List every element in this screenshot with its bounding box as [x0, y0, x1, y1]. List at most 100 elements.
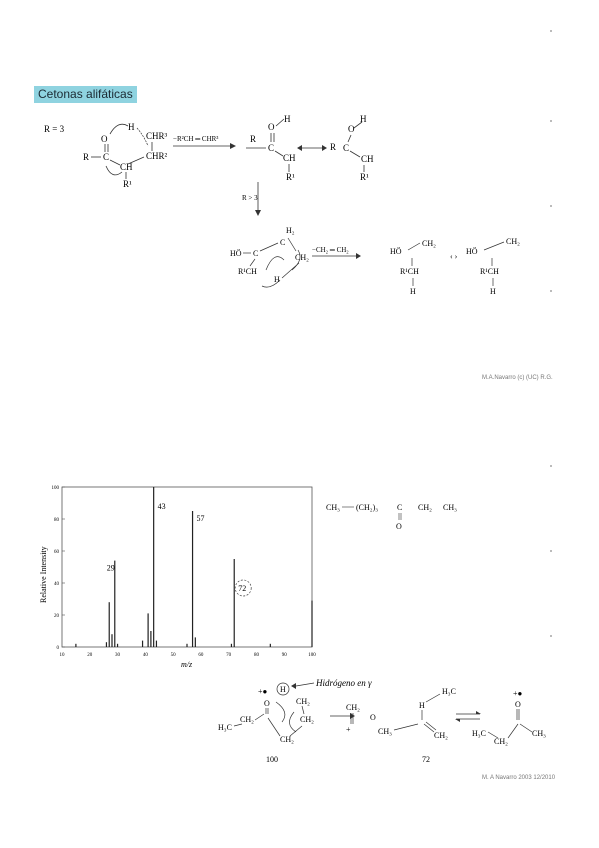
- credit-top: M.A.Navarro (c) (UC) R.G.: [482, 375, 553, 381]
- y-tick-label: 100: [52, 486, 60, 491]
- atom-ch2: CH₂: [280, 735, 294, 744]
- x-axis-label: m/z: [181, 660, 193, 669]
- elimination-label-2: −CH₂ ═ CH₂: [312, 246, 349, 254]
- atom-r1: R¹: [123, 179, 132, 189]
- atom-carbon: C: [280, 238, 285, 247]
- edge-mark: [550, 290, 552, 292]
- edge-mark: [550, 205, 552, 207]
- x-tick-label: 20: [87, 653, 93, 658]
- atom-ch2: CH₂: [295, 253, 309, 262]
- molecular-ion-mass: 100: [266, 755, 278, 764]
- atom-ch: CH: [283, 153, 296, 163]
- edge-mark: [550, 635, 552, 637]
- atom-oxygen: O: [101, 134, 108, 144]
- atom-carbon: C: [343, 143, 349, 153]
- radical-cation-symbol: +●: [513, 689, 523, 698]
- chart-frame: [61, 486, 313, 648]
- formula-ch3-end: CH₃: [443, 503, 457, 512]
- atom-ch2: CH₂: [422, 239, 436, 248]
- atom-h3c: CH₃: [378, 727, 392, 736]
- y-tick-label: 60: [54, 550, 60, 555]
- credit-bottom: M. A Navarro 2003 12/2010: [482, 775, 556, 781]
- atom-hydrogen: H: [490, 287, 496, 296]
- structure-formula: CH₃ (CH₂)₃ C CH₂ CH₃ O: [326, 503, 457, 531]
- atom-ch2: CH₂: [296, 697, 310, 706]
- atom-oxygen: O: [264, 699, 270, 708]
- reaction-scheme-r3: R = 3 O H CHR³ CHR² R C CH R¹ −R²CH ═ CH…: [44, 114, 520, 296]
- atom-carbon: C: [268, 143, 274, 153]
- atom-r: R: [250, 134, 256, 144]
- atom-oxygen: H: [419, 701, 425, 710]
- y-tick-label: 40: [54, 582, 60, 587]
- atom-h2: H₂: [286, 226, 295, 235]
- peak-label-72: 72: [238, 584, 246, 593]
- atom-r1ch: R¹CH: [238, 267, 257, 276]
- atom-hydroxyl: HÖ: [466, 247, 478, 256]
- atom-chr3: CHR³: [146, 131, 168, 141]
- atom-hydroxyl: HÖ: [390, 247, 402, 256]
- ethene-ch2-bottom: +: [346, 725, 351, 734]
- atom-carbon: C: [103, 152, 109, 162]
- x-tick-label: 30: [115, 653, 121, 658]
- gamma-hydrogen-label: Hidrógeno en γ: [315, 678, 372, 688]
- peak-label-43: 43: [158, 502, 166, 511]
- formula-oxygen: O: [396, 522, 402, 531]
- atom-r1: R¹: [360, 172, 369, 182]
- atom-ch3: CH₃: [532, 729, 546, 738]
- atom-h3c: H₃C: [472, 729, 486, 738]
- enol-radical-cation-a: O H C CH R¹ R: [246, 114, 296, 182]
- atom-ch2: CH₂: [434, 731, 448, 740]
- y-tick-label: 20: [54, 614, 60, 619]
- x-tick-label: 60: [198, 653, 204, 658]
- radical-cation-symbol: +●: [258, 687, 268, 696]
- reactant-ketone: O H CHR³ CHR² R C CH R¹: [83, 122, 168, 189]
- elimination-label-1: −R²CH ═ CHR³: [173, 135, 218, 143]
- atom-ch2: CH₂: [494, 737, 508, 746]
- atom-carbon: C: [253, 249, 258, 258]
- fragment-mass: 72: [422, 755, 430, 764]
- formula-ch2-chain: (CH₂)₃: [356, 503, 378, 512]
- enol-radical-cation-b: O H C CH R¹ R: [330, 114, 374, 182]
- ethene-ch2-top: CH₂: [346, 703, 360, 712]
- formula-ch2: CH₂: [418, 503, 432, 512]
- gamma-hydrogen-circle: [276, 682, 290, 696]
- atom-r1ch: R¹CH: [400, 267, 419, 276]
- atom-chr2: CHR²: [146, 151, 168, 161]
- x-tick-label: 70: [226, 653, 232, 658]
- peak-label-57: 57: [197, 514, 205, 523]
- edge-mark: [550, 30, 552, 32]
- reaction-scheme-r-greater-3: H₂ HÖ C C R¹CH H CH₂ −CH₂ ═ CH₂ HÖ CH₂ R…: [230, 226, 520, 296]
- formula-carbonyl-carbon: C: [397, 503, 402, 512]
- x-tick-label: 90: [282, 653, 288, 658]
- atom-oxygen: O: [515, 700, 521, 709]
- atom-r: R: [330, 142, 336, 152]
- y-axis-label: Relative Intensity: [39, 546, 48, 603]
- x-tick-label: 10: [60, 653, 66, 658]
- peak-72-circle: [234, 579, 252, 597]
- atom-r: R: [83, 152, 89, 162]
- atom-hydroxyl: HÖ: [230, 249, 242, 258]
- atom-ch2: CH₂: [506, 237, 520, 246]
- edge-mark: [550, 550, 552, 552]
- y-tick-label: 0: [57, 646, 60, 651]
- atom-ch: CH: [361, 154, 374, 164]
- atom-ch2: CH₂: [240, 715, 254, 724]
- atom-ch: CH: [120, 162, 133, 172]
- edge-mark: [550, 465, 552, 467]
- atom-hydrogen: H₃C: [442, 687, 456, 696]
- section-heading: Cetonas alifáticas: [34, 86, 137, 103]
- x-tick-label: 40: [143, 653, 149, 658]
- x-tick-label: 80: [254, 653, 260, 658]
- atom-hydrogen: H: [274, 275, 280, 284]
- plus-sign: O: [370, 713, 376, 722]
- atom-hydrogen: H: [280, 685, 286, 694]
- y-tick-label: 80: [54, 518, 60, 523]
- x-tick-label: 50: [171, 653, 177, 658]
- atom-hydrogen: H: [360, 114, 367, 124]
- r-equals-3-label: R = 3: [44, 124, 65, 134]
- formula-ch3: CH₃: [326, 503, 340, 512]
- atom-oxygen: O: [348, 124, 355, 134]
- atom-hydrogen: H: [410, 287, 416, 296]
- atom-hydrogen: H: [284, 114, 291, 124]
